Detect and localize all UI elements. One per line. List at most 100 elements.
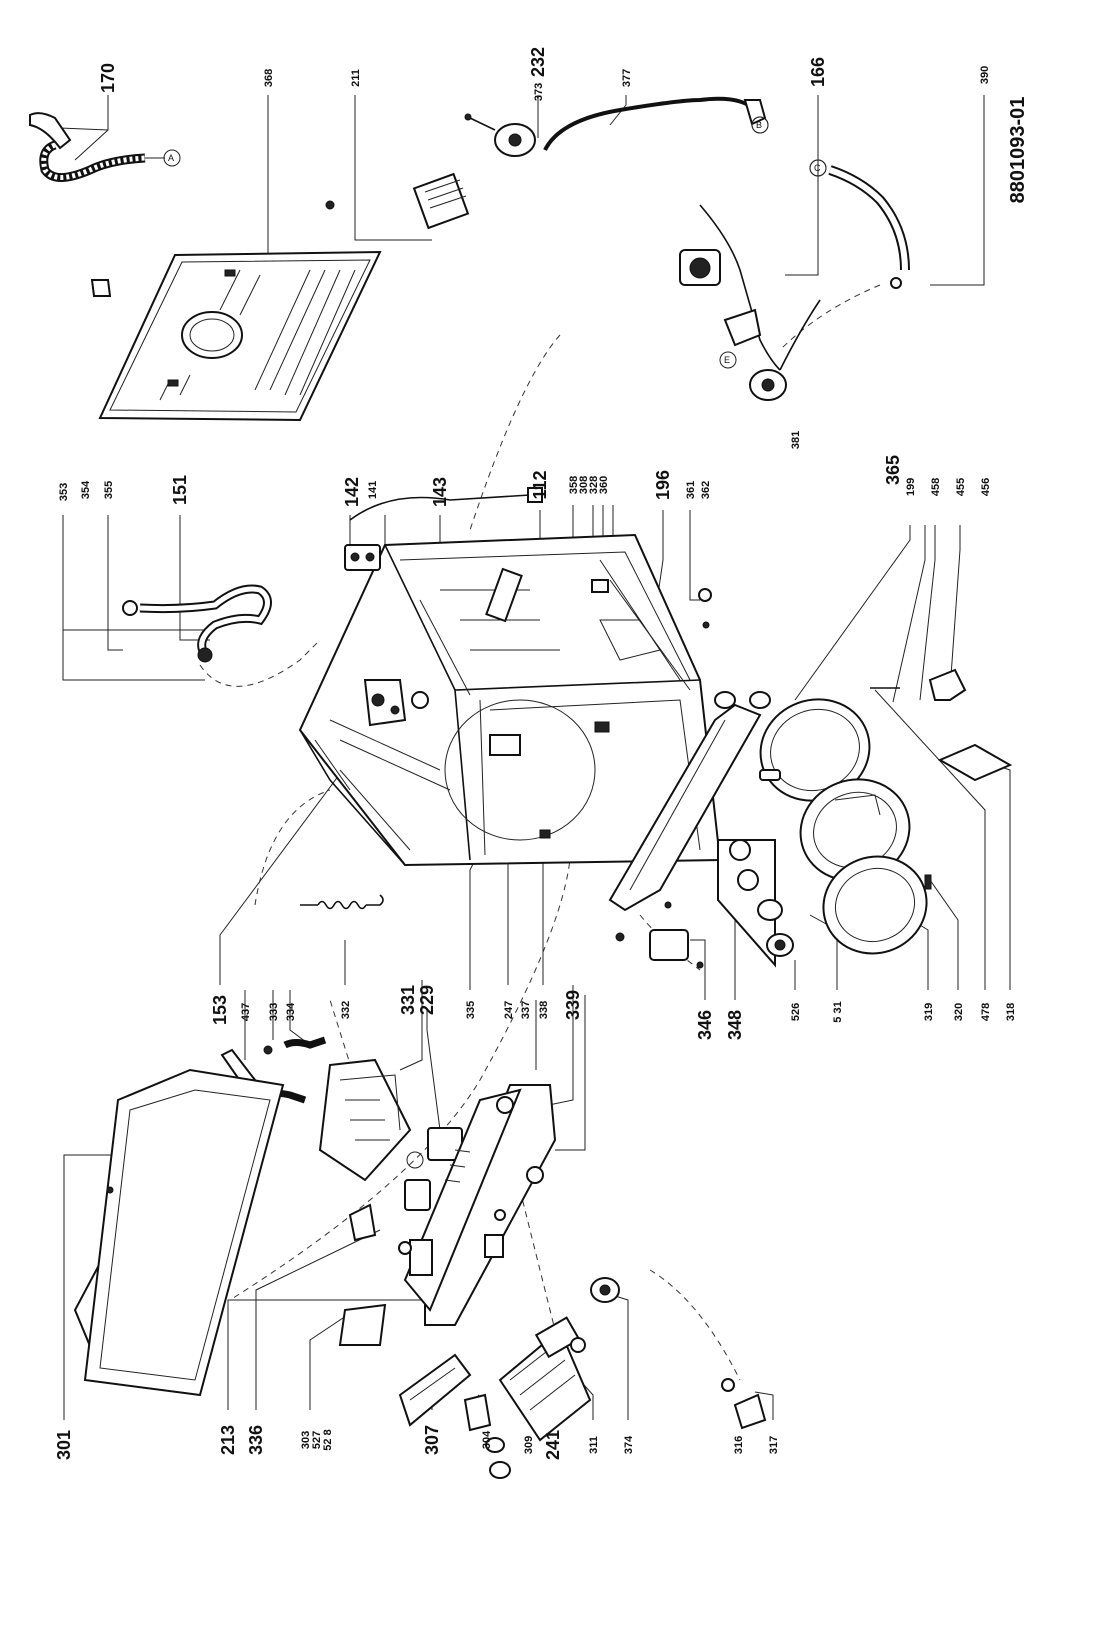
part-label-334: 334 [285,1002,297,1021]
part-label-368: 368 [263,69,275,87]
part-label-455: 455 [955,478,967,496]
part-label-333: 333 [268,1003,280,1021]
inlet-hose-151 [122,584,272,663]
connector-b-1 [751,116,769,134]
part-label-338: 338 [538,1001,550,1019]
part-label-390: 390 [979,66,991,84]
door-lock-456 [870,668,967,701]
pump-assembly-166 [679,204,821,401]
connector-a-label: A [168,153,174,163]
detergent-drawer-241 [463,1316,592,1442]
part-label-528: 52 8 [322,1429,334,1450]
part-label-151: 151 [170,475,190,505]
part-label-360: 360 [598,476,610,494]
connector-e-label: E [724,355,730,365]
part-label-348: 348 [725,1010,745,1040]
part-label-527: 527 [311,1431,323,1449]
part-label-309: 309 [523,1436,535,1454]
connector-c-2 [809,159,827,177]
part-label-143: 143 [430,477,450,507]
part-label-456: 456 [980,478,992,496]
part-label-355: 355 [103,481,115,499]
part-label-339: 339 [563,990,583,1020]
cabinet-335 [298,533,722,867]
part-label-377: 377 [621,69,633,87]
part-label-526: 526 [790,1003,802,1021]
part-label-241: 241 [543,1430,563,1460]
part-label-437: 437 [240,1003,252,1021]
part-label-332: 332 [340,1001,352,1019]
part-label-311: 311 [588,1436,600,1454]
motor-bracket-196 [599,588,712,661]
top-cover-368 [98,250,382,422]
part-label-301: 301 [54,1430,74,1460]
drain-hose-390 [809,159,910,289]
part-label-211: 211 [350,69,362,87]
pressure-switch-232 [464,113,536,157]
valve-153 [363,679,407,727]
small-controls [338,1179,431,1346]
part-label-318: 318 [1005,1003,1017,1021]
part-label-232: 232 [528,47,548,77]
plate-318 [937,743,1013,782]
part-label-166: 166 [808,57,828,87]
worktop-301 [73,1068,285,1397]
part-label-361: 361 [685,481,697,499]
part-label-478: 478 [980,1003,992,1021]
part-label-316: 316 [733,1436,745,1454]
part-labels: 170 368 211 232 373 377 166 390 381 353 354 355 151 1… [54,47,1017,1460]
spring-332 [300,894,384,910]
part-label-335: 335 [465,1001,477,1019]
drawer-front-307 [398,1353,472,1427]
part-label-247: 247 [503,1001,515,1019]
front-strip-365 [608,691,771,912]
connectors [163,116,827,369]
inlet-valve-142 [344,487,543,571]
part-label-358: 358 [568,476,580,494]
drain-hose-170 [29,112,165,182]
connector-c-label: C [814,163,821,173]
knob-316-317 [721,1378,767,1430]
connector-b-label: B [756,120,762,130]
part-label-153: 153 [210,995,230,1025]
drawing-number: 8801093-01 [1007,97,1029,204]
part-label-531: 5 31 [832,1001,844,1022]
caps-309 [485,1437,511,1479]
part-label-336: 336 [246,1425,266,1455]
part-label-196: 196 [653,470,673,500]
part-311 [570,1337,586,1353]
part-label-319: 319 [923,1003,935,1021]
part-label-353: 353 [58,483,70,501]
part-label-170: 170 [98,63,118,93]
pressure-hose-377 [543,96,769,151]
part-label-373: 373 [533,83,545,101]
part-label-307: 307 [422,1425,442,1455]
knob-374 [590,1277,620,1303]
part-label-381: 381 [790,431,802,449]
part-label-199: 199 [905,478,917,496]
connector-a-1 [163,149,181,167]
part-label-112: 112 [530,470,550,499]
part-143 [411,691,429,709]
part-label-303: 303 [300,1431,312,1449]
part-label-374: 374 [623,1435,635,1454]
part-label-365: 365 [883,455,903,485]
connector-e [719,351,737,369]
part-label-304: 304 [481,1430,493,1449]
handle-parts [615,769,794,969]
relay-211 [325,172,470,230]
fascia-339 [403,1084,557,1326]
part-label-328: 328 [588,476,600,494]
part-label-141: 141 [367,481,379,499]
clip-355 [90,279,112,297]
connector-letters: A C B E [168,120,821,365]
part-label-229: 229 [417,985,437,1015]
dashed-paths [199,284,881,1381]
door-glass-319 [822,855,932,955]
part-label-317: 317 [768,1436,780,1454]
part-label-354: 354 [80,480,92,499]
part-label-362: 362 [700,481,712,499]
part-label-346: 346 [695,1010,715,1040]
part-label-320: 320 [953,1003,965,1021]
